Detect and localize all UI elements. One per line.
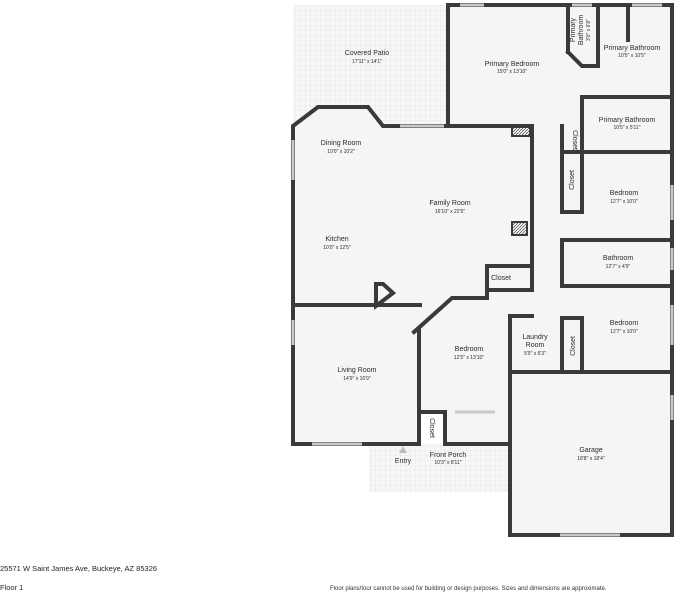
room-covered-patio-dim: 17'11" x 14'1"	[352, 59, 382, 65]
room-bedroom-2-name: Bedroom	[610, 320, 639, 327]
room-primary-bathroom-1-name: Primary Bathroom	[604, 45, 661, 52]
room-primary-bedroom-name: Primary Bedroom	[485, 61, 540, 68]
room-primary-bathroom-1-dim: 10'5" x 10'5"	[618, 53, 646, 59]
property-address: 25571 W Saint James Ave, Buckeye, AZ 853…	[0, 564, 158, 573]
room-primary-bathroom-2-dim: 10'5" x 5'11"	[613, 125, 640, 131]
windows	[291, 3, 674, 537]
room-labels: Covered Patio 17'11" x 14'1" Primary Bed…	[321, 15, 661, 466]
closet-entry-label: Closet	[428, 418, 435, 438]
interior-floor	[293, 5, 672, 535]
room-bathroom-name: Bathroom	[603, 255, 634, 262]
closet-bed3-label: Closet	[491, 275, 511, 282]
room-front-porch-name: Front Porch	[430, 452, 467, 459]
room-living-room-name: Living Room	[338, 367, 377, 374]
room-living-room-dim: 14'9" x 16'9"	[343, 376, 371, 382]
floor-label: Floor 1	[0, 583, 24, 592]
room-dining-room-name: Dining Room	[321, 140, 362, 147]
room-covered-patio-name: Covered Patio	[345, 50, 389, 57]
closet-primary-label: Closet	[571, 130, 578, 150]
room-bedroom-2-dim: 12'7" x 10'0"	[610, 329, 638, 335]
front-porch-floor	[369, 444, 510, 492]
room-bathroom-dim: 12'7" x 4'9"	[606, 264, 631, 270]
room-bedroom-1-name: Bedroom	[610, 190, 639, 197]
room-primary-bedroom-dim: 15'0" x 13'10"	[497, 69, 527, 75]
room-kitchen-dim: 10'0" x 12'5"	[323, 245, 351, 251]
room-primary-bathroom-small-dim: 3'0" x 6'8"	[586, 19, 592, 41]
room-front-porch-dim: 10'3" x 8'11"	[434, 460, 461, 466]
room-primary-bathroom-small-name-2: Bathroom	[578, 15, 585, 46]
room-garage-dim: 18'8" x 18'4"	[577, 456, 605, 462]
entry-arrow-icon	[399, 446, 407, 453]
room-primary-bathroom-small-name-1: Primary	[570, 17, 577, 42]
room-family-room-name: Family Room	[429, 200, 470, 207]
room-primary-bathroom-2-name: Primary Bathroom	[599, 117, 656, 124]
room-kitchen-name: Kitchen	[325, 236, 348, 243]
column	[511, 221, 528, 236]
room-bedroom-3-name: Bedroom	[455, 346, 484, 353]
entry-label: Entry	[395, 458, 412, 465]
room-garage-name: Garage	[579, 447, 602, 454]
closet-bed1-label: Closet	[569, 170, 576, 190]
room-dining-room-dim: 10'0" x 10'2"	[327, 149, 355, 155]
room-laundry-name-2: Room	[526, 342, 545, 349]
covered-patio-floor	[293, 5, 448, 126]
room-bedroom-1-dim: 12'7" x 10'0"	[610, 199, 638, 205]
room-bedroom-3-dim: 12'5" x 13'10"	[454, 355, 484, 361]
room-laundry-dim: 5'9" x 6'3"	[524, 351, 546, 357]
closet-bed2-label: Closet	[570, 336, 577, 356]
room-laundry-name-1: Laundry	[522, 334, 548, 341]
column	[511, 126, 531, 137]
disclaimer-text: Floor plans/tour cannot be used for buil…	[330, 586, 607, 592]
interior-walls	[291, 3, 674, 446]
room-family-room-dim: 16'10" x 22'5"	[435, 209, 465, 215]
